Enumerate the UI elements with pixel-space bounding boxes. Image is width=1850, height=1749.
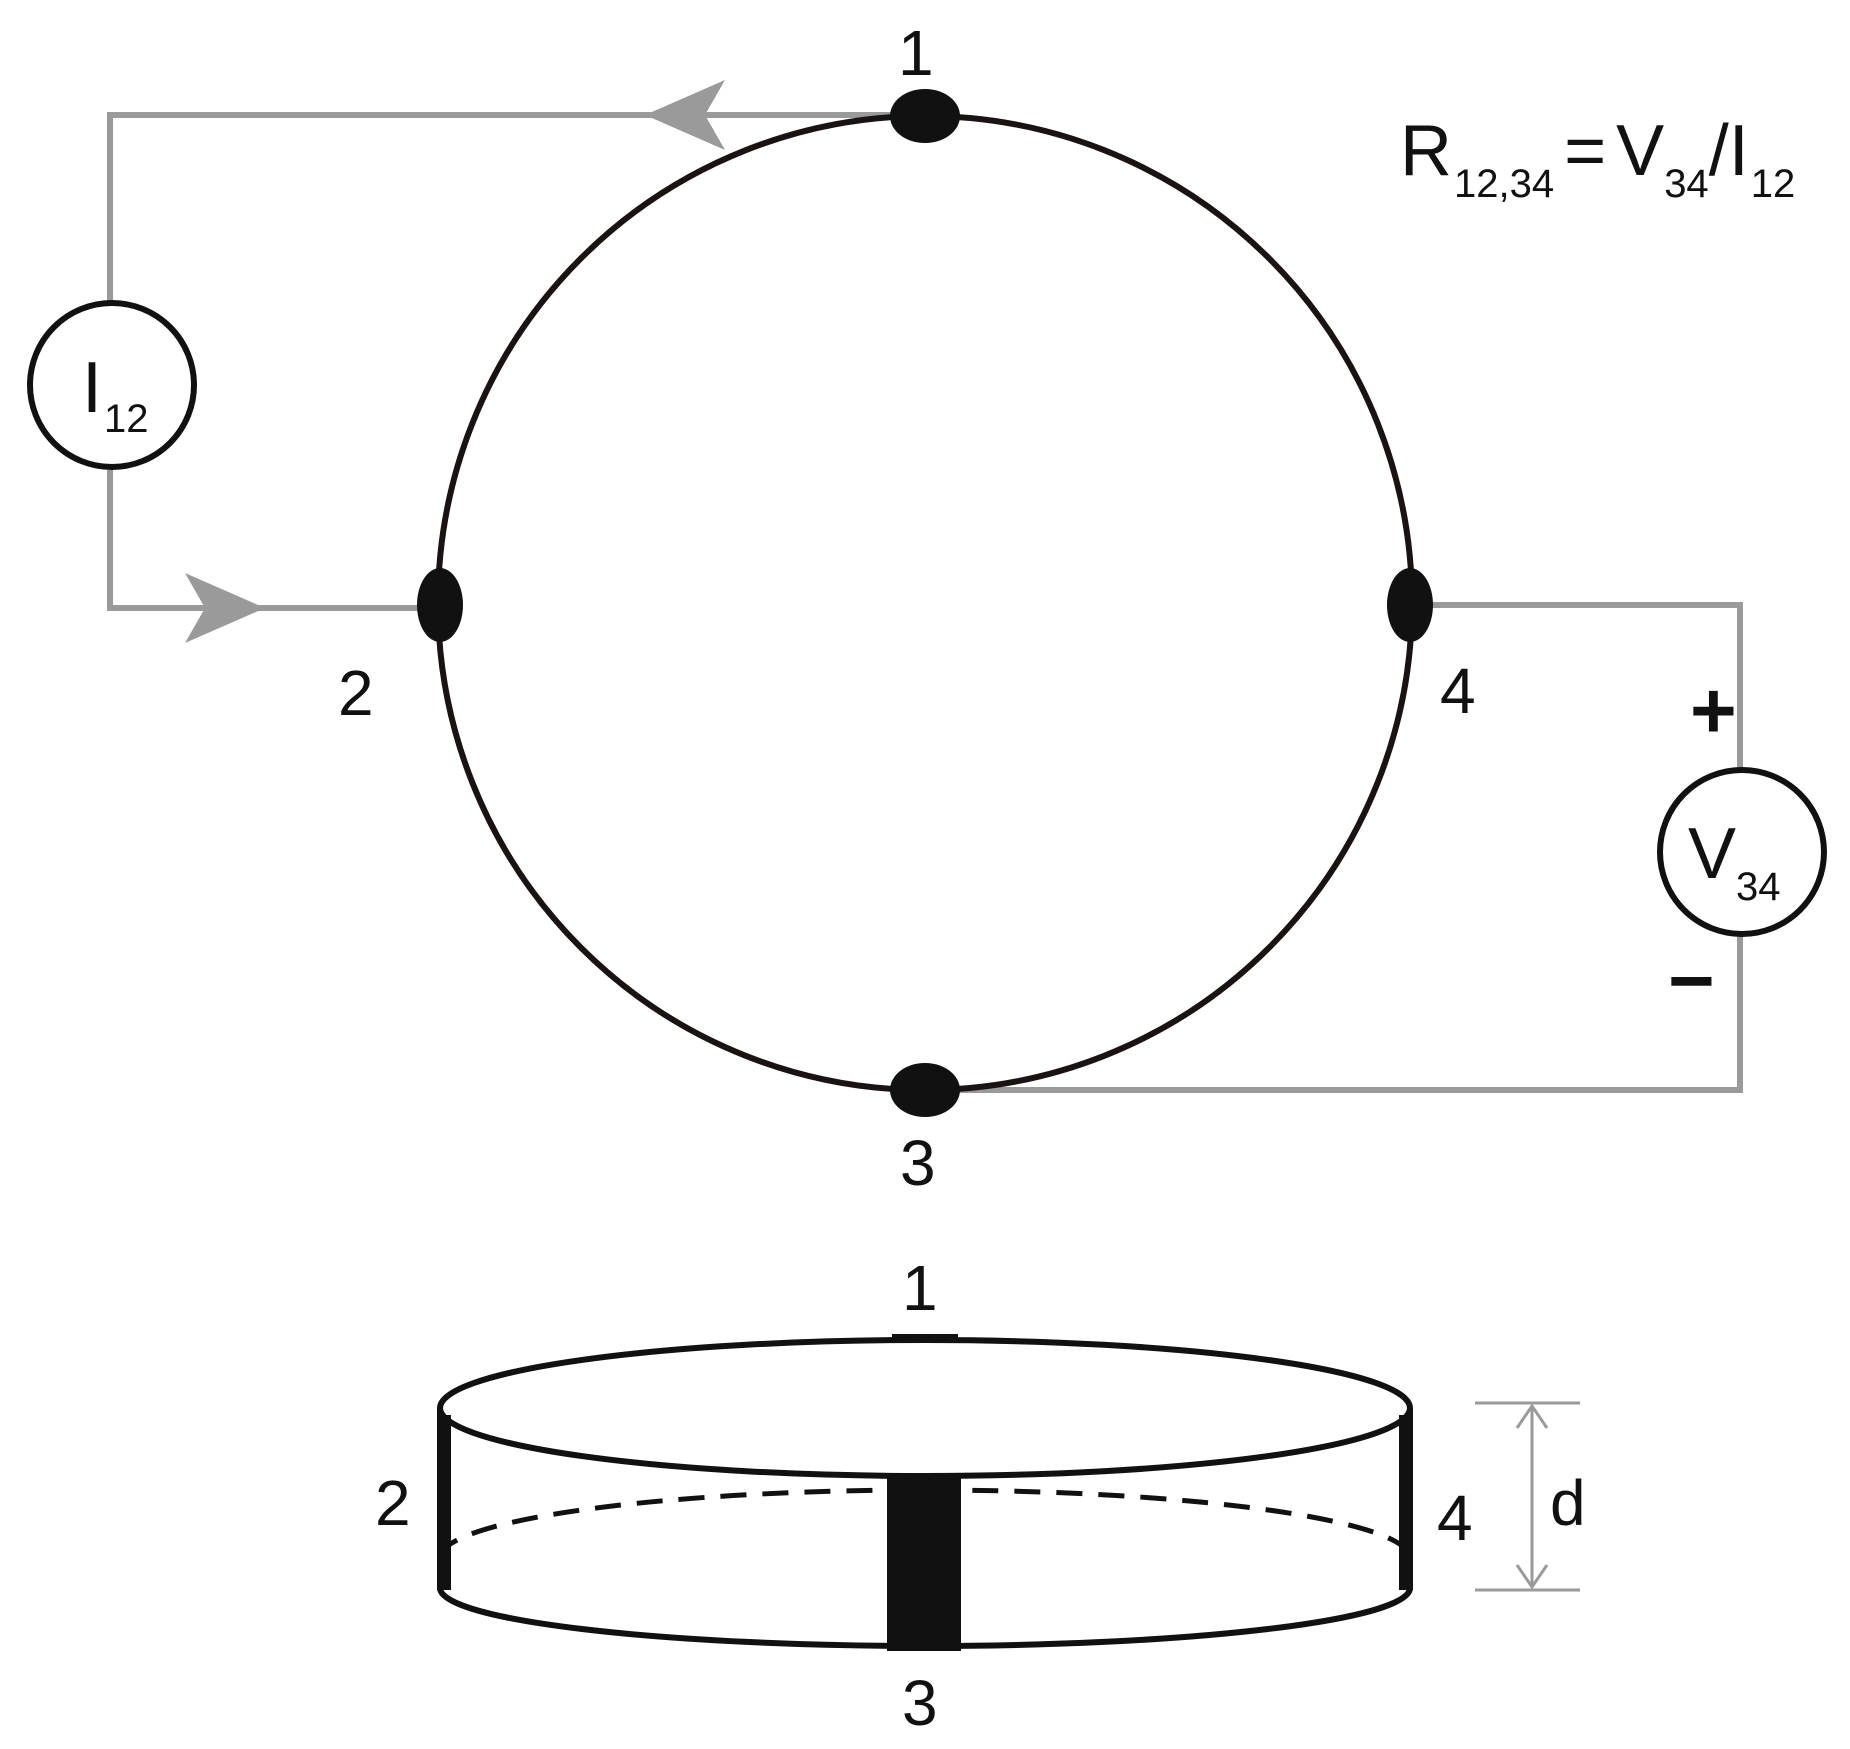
contact-4 — [1387, 568, 1433, 642]
side-contact-label-1: 1 — [902, 1252, 938, 1324]
formula-V: V — [1616, 111, 1664, 191]
current-circuit-wires — [107, 112, 925, 611]
thickness-dimension — [1475, 1401, 1580, 1592]
formula-I: I — [1729, 111, 1749, 191]
dimension-arrow-top — [1515, 1403, 1549, 1429]
contact-label-4: 4 — [1440, 655, 1476, 727]
voltmeter-symbol: V — [1688, 814, 1736, 894]
disc-top-face — [437, 1337, 1413, 1479]
formula-R-subscript: 12,34 — [1454, 162, 1554, 206]
side-contact-label-2: 2 — [375, 1467, 411, 1539]
contact-3 — [890, 1063, 960, 1117]
disc-hidden-back-edge — [437, 1487, 1413, 1559]
side-contact-2 — [437, 1415, 451, 1590]
side-contact-4 — [1399, 1415, 1413, 1590]
voltmeter-subscript: 34 — [1736, 865, 1781, 909]
wire-source-to-contact2 — [107, 470, 440, 611]
current-source-label: I12 — [82, 348, 149, 441]
formula-I-subscript: 12 — [1751, 162, 1796, 206]
formula-R: R — [1400, 111, 1452, 191]
side-contact-3 — [887, 1476, 961, 1651]
voltmeter-minus-sign: − — [1668, 936, 1715, 1025]
wire-contact4-to-voltmeter — [1410, 602, 1743, 770]
current-source-circle — [27, 300, 197, 470]
side-contact-1 — [892, 1334, 958, 1342]
dimension-arrow-bottom — [1515, 1564, 1549, 1590]
current-arrow-top — [645, 80, 725, 150]
formula-equals: = — [1564, 111, 1606, 191]
voltmeter-circle — [1657, 767, 1827, 937]
thickness-label: d — [1550, 1467, 1586, 1539]
sample-circle — [435, 113, 1415, 1093]
current-source-symbol: I — [82, 348, 102, 428]
resistance-formula: R12,34=V34/I12 — [1400, 111, 1795, 206]
voltage-circuit-wires — [925, 602, 1743, 1093]
formula-V-subscript: 34 — [1664, 162, 1709, 206]
side-contact-label-3: 3 — [902, 1667, 938, 1739]
formula-slash: / — [1709, 111, 1729, 191]
contact-2 — [417, 568, 463, 642]
contact-1 — [890, 89, 960, 143]
current-arrow-left — [185, 573, 265, 643]
contact-label-3: 3 — [900, 1127, 936, 1199]
voltmeter-plus-sign: + — [1690, 666, 1737, 755]
wire-voltmeter-to-contact3 — [925, 935, 1743, 1093]
contact-label-2: 2 — [338, 657, 374, 729]
wire-contact1-to-source — [107, 112, 925, 305]
contact-label-1: 1 — [898, 17, 934, 89]
current-source-subscript: 12 — [104, 397, 149, 441]
voltmeter-label: V34 — [1688, 814, 1781, 909]
side-contact-label-4: 4 — [1437, 1482, 1473, 1554]
